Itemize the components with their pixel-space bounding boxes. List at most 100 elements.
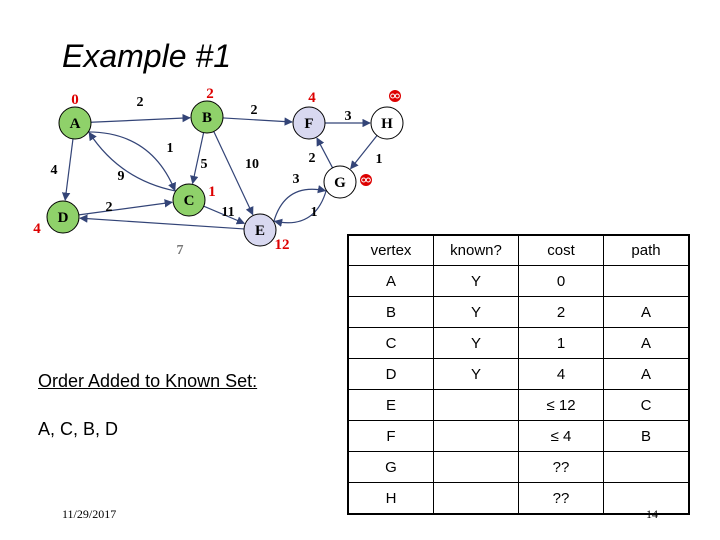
header-vertex: vertex: [347, 234, 434, 266]
distance-label: 4: [308, 90, 316, 106]
cell-known: [433, 482, 519, 515]
edge-e-d: [79, 214, 245, 230]
header-known: known?: [433, 234, 519, 266]
header-path: path: [603, 234, 690, 266]
edge-weight-label: 11: [221, 205, 234, 220]
edge-weight-label: 1: [311, 205, 318, 220]
cell-path: C: [603, 389, 690, 421]
node-label: F: [304, 116, 313, 132]
table-row: G??: [347, 451, 690, 483]
distance-label: 1: [208, 184, 216, 200]
footer-page-number: 14: [646, 507, 658, 521]
edge-weight-label: 3: [345, 109, 352, 124]
edge-a-c: [88, 131, 176, 192]
cell-cost: ??: [518, 451, 604, 483]
order-heading: Order Added to Known Set:: [38, 371, 258, 391]
cell-cost: 4: [518, 358, 604, 390]
node-g: [323, 165, 357, 199]
cell-vertex: B: [347, 296, 434, 328]
edge-c-e: [203, 205, 246, 225]
edge-h-g: [350, 135, 378, 170]
cell-vertex: E: [347, 389, 434, 421]
edge-a-b: [90, 113, 191, 123]
cell-vertex: H: [347, 482, 434, 515]
cell-path: B: [603, 420, 690, 452]
cell-vertex: F: [347, 420, 434, 452]
node-d: [46, 200, 80, 234]
distance-label: 0: [71, 92, 79, 108]
cell-path: A: [603, 327, 690, 359]
cell-vertex: D: [347, 358, 434, 390]
edge-b-e: [213, 131, 254, 216]
node-b: [190, 100, 224, 134]
edge-weight-label: 3: [293, 172, 300, 187]
slide-title: Example #1: [62, 38, 231, 74]
node-label: H: [381, 116, 393, 132]
order-list: A, C, B, D: [38, 419, 119, 439]
cell-known: Y: [433, 358, 519, 390]
cell-cost: 0: [518, 265, 604, 297]
infinity-icon: [389, 90, 401, 102]
distance-label: 2: [206, 86, 214, 102]
table-row: H??: [347, 482, 690, 515]
node-f: [292, 106, 326, 140]
cell-known: Y: [433, 296, 519, 328]
edge-weight-label: 1: [167, 141, 174, 156]
node-a: [58, 106, 92, 140]
cell-known: [433, 420, 519, 452]
table-header-row: vertex known? cost path: [347, 234, 690, 266]
node-label: D: [58, 210, 69, 226]
node-label: E: [255, 223, 265, 239]
node-label: G: [334, 175, 346, 191]
cell-path: [603, 265, 690, 297]
cell-cost: 2: [518, 296, 604, 328]
cell-path: A: [603, 358, 690, 390]
cell-vertex: G: [347, 451, 434, 483]
edge-d-c: [78, 199, 173, 216]
edge-g-f: [316, 137, 334, 169]
cell-cost: ≤ 4: [518, 420, 604, 452]
node-label: A: [70, 116, 81, 132]
cell-cost: 1: [518, 327, 604, 359]
node-e: [243, 213, 277, 247]
edge-c-a: [88, 131, 176, 192]
edge-e-g: [273, 185, 327, 222]
cell-path: A: [603, 296, 690, 328]
edge-weight-label: 7: [177, 243, 184, 258]
node-label: C: [184, 193, 195, 209]
cell-known: [433, 389, 519, 421]
node-label: B: [202, 110, 212, 126]
edge-weight-label: 2: [251, 103, 258, 118]
cell-known: Y: [433, 265, 519, 297]
edge-weight-label: 10: [245, 157, 259, 172]
cell-cost: ≤ 12: [518, 389, 604, 421]
cell-path: [603, 482, 690, 515]
edge-b-c: [190, 132, 205, 185]
cell-known: Y: [433, 327, 519, 359]
distance-label: 4: [33, 221, 41, 237]
cell-vertex: A: [347, 265, 434, 297]
edge-b-f: [222, 117, 293, 126]
distance-label: 12: [275, 237, 290, 253]
edge-a-d: [61, 138, 74, 201]
infinity-icon: [360, 174, 372, 186]
header-cost: cost: [518, 234, 604, 266]
cell-path: [603, 451, 690, 483]
edge-weight-label: 2: [137, 95, 144, 110]
node-h: [370, 106, 404, 140]
edge-weight-label: 2: [309, 151, 316, 166]
edge-weight-label: 9: [118, 169, 125, 184]
footer-date: 11/29/2017: [62, 507, 117, 521]
cell-known: [433, 451, 519, 483]
edge-weight-label: 4: [51, 163, 58, 178]
node-c: [172, 183, 206, 217]
edge-weight-label: 2: [106, 200, 113, 215]
